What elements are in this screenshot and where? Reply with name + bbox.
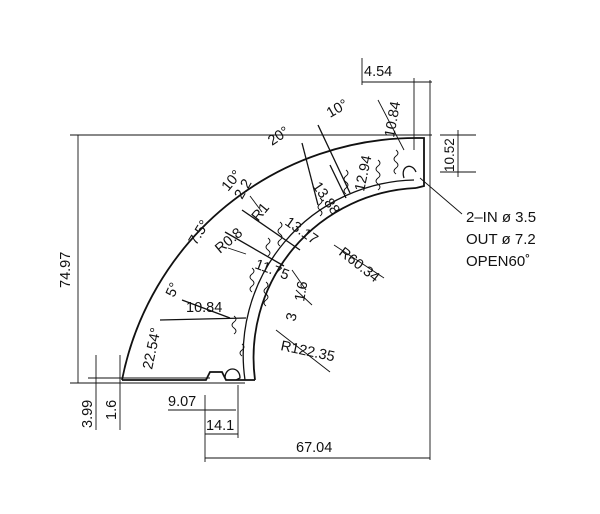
angle-a6: 22.54° [140, 326, 164, 371]
dim-bottom-width: 14.1 [206, 418, 234, 434]
dim-rib-a: 12.94 [352, 154, 375, 193]
dim-rib-c: 13.17 [282, 214, 321, 248]
dim-outer-radius: R122.35 [279, 338, 336, 365]
dim-flange-inner: 1.6 [104, 400, 120, 420]
dim-wall-2: 3 [283, 311, 301, 323]
hole-note-line3: OPEN60˚ [466, 253, 530, 270]
dim-bottom-offset: 9.07 [168, 394, 196, 410]
curved-profile-body [121, 137, 425, 381]
dim-top-width: 4.54 [364, 64, 392, 80]
dimension-lines [70, 58, 476, 462]
leader-lines [227, 177, 463, 373]
dim-rib-e: 10.84 [186, 300, 222, 316]
dim-height-total: 74.97 [58, 252, 74, 288]
angle-a1: 10° [324, 97, 351, 122]
ribs [159, 124, 399, 357]
dim-width-total: 67.04 [296, 440, 332, 456]
dim-inner-radius: R60.34 [336, 245, 383, 286]
hole-note-line1: 2–IN ø 3.5 [466, 209, 536, 226]
dim-wall-1: 1.6 [292, 280, 311, 303]
angle-a5: 5° [163, 280, 183, 299]
dim-flange-outer: 3.99 [80, 400, 96, 428]
hole-note-line2: OUT ø 7.2 [466, 231, 536, 248]
dim-radius-1: R1 [249, 200, 273, 224]
angle-a2: 20° [265, 124, 292, 150]
dim-right-offset: 10.52 [442, 138, 457, 172]
labels: 4.54 10.84 10.52 74.97 67.04 14.1 9.07 3… [58, 64, 536, 456]
dim-rib-b: 13.88 [309, 179, 343, 218]
dim-top-thickness: 10.84 [382, 100, 404, 139]
